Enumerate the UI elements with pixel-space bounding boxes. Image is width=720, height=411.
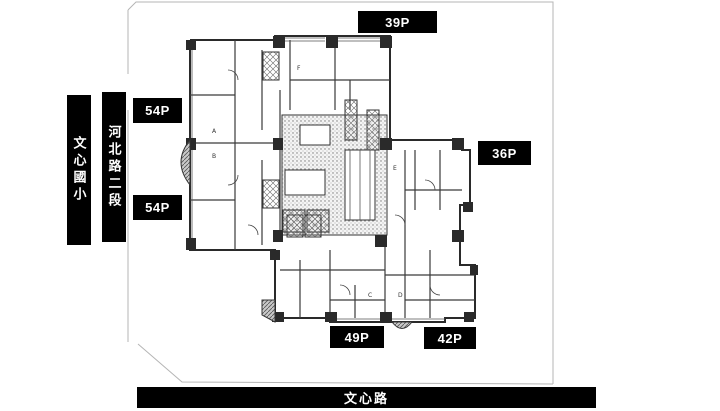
unit-letter-d: D — [398, 292, 403, 299]
shafts — [262, 51, 322, 238]
school-label: 文心國小 — [67, 95, 91, 245]
unit-label-49p: 49P — [330, 326, 384, 348]
unit-letters: A B C D E F — [212, 65, 403, 299]
planters — [180, 138, 414, 329]
unit-letter-c: C — [368, 292, 372, 299]
unit-label-54p-bottom: 54P — [133, 195, 182, 220]
site-boundary — [127, 1, 554, 385]
unit-label-39p: 39P — [358, 11, 437, 33]
unit-label-36p: 36P — [478, 141, 531, 165]
unit-letter-f: F — [297, 65, 301, 72]
road-label-hebei: 河北路二段 — [102, 92, 126, 242]
interior-walls — [190, 40, 475, 318]
unit-letter-b: B — [212, 153, 216, 160]
columns — [186, 36, 478, 322]
road-label-wenxin: 文心路 — [137, 387, 596, 408]
unit-label-54p-top: 54P — [133, 98, 182, 123]
unit-letter-e: E — [393, 165, 397, 172]
door-swings — [227, 69, 441, 296]
unit-label-42p: 42P — [424, 327, 476, 349]
building-outline — [189, 35, 476, 323]
window-strips — [191, 37, 445, 320]
unit-letter-a: A — [212, 128, 217, 135]
